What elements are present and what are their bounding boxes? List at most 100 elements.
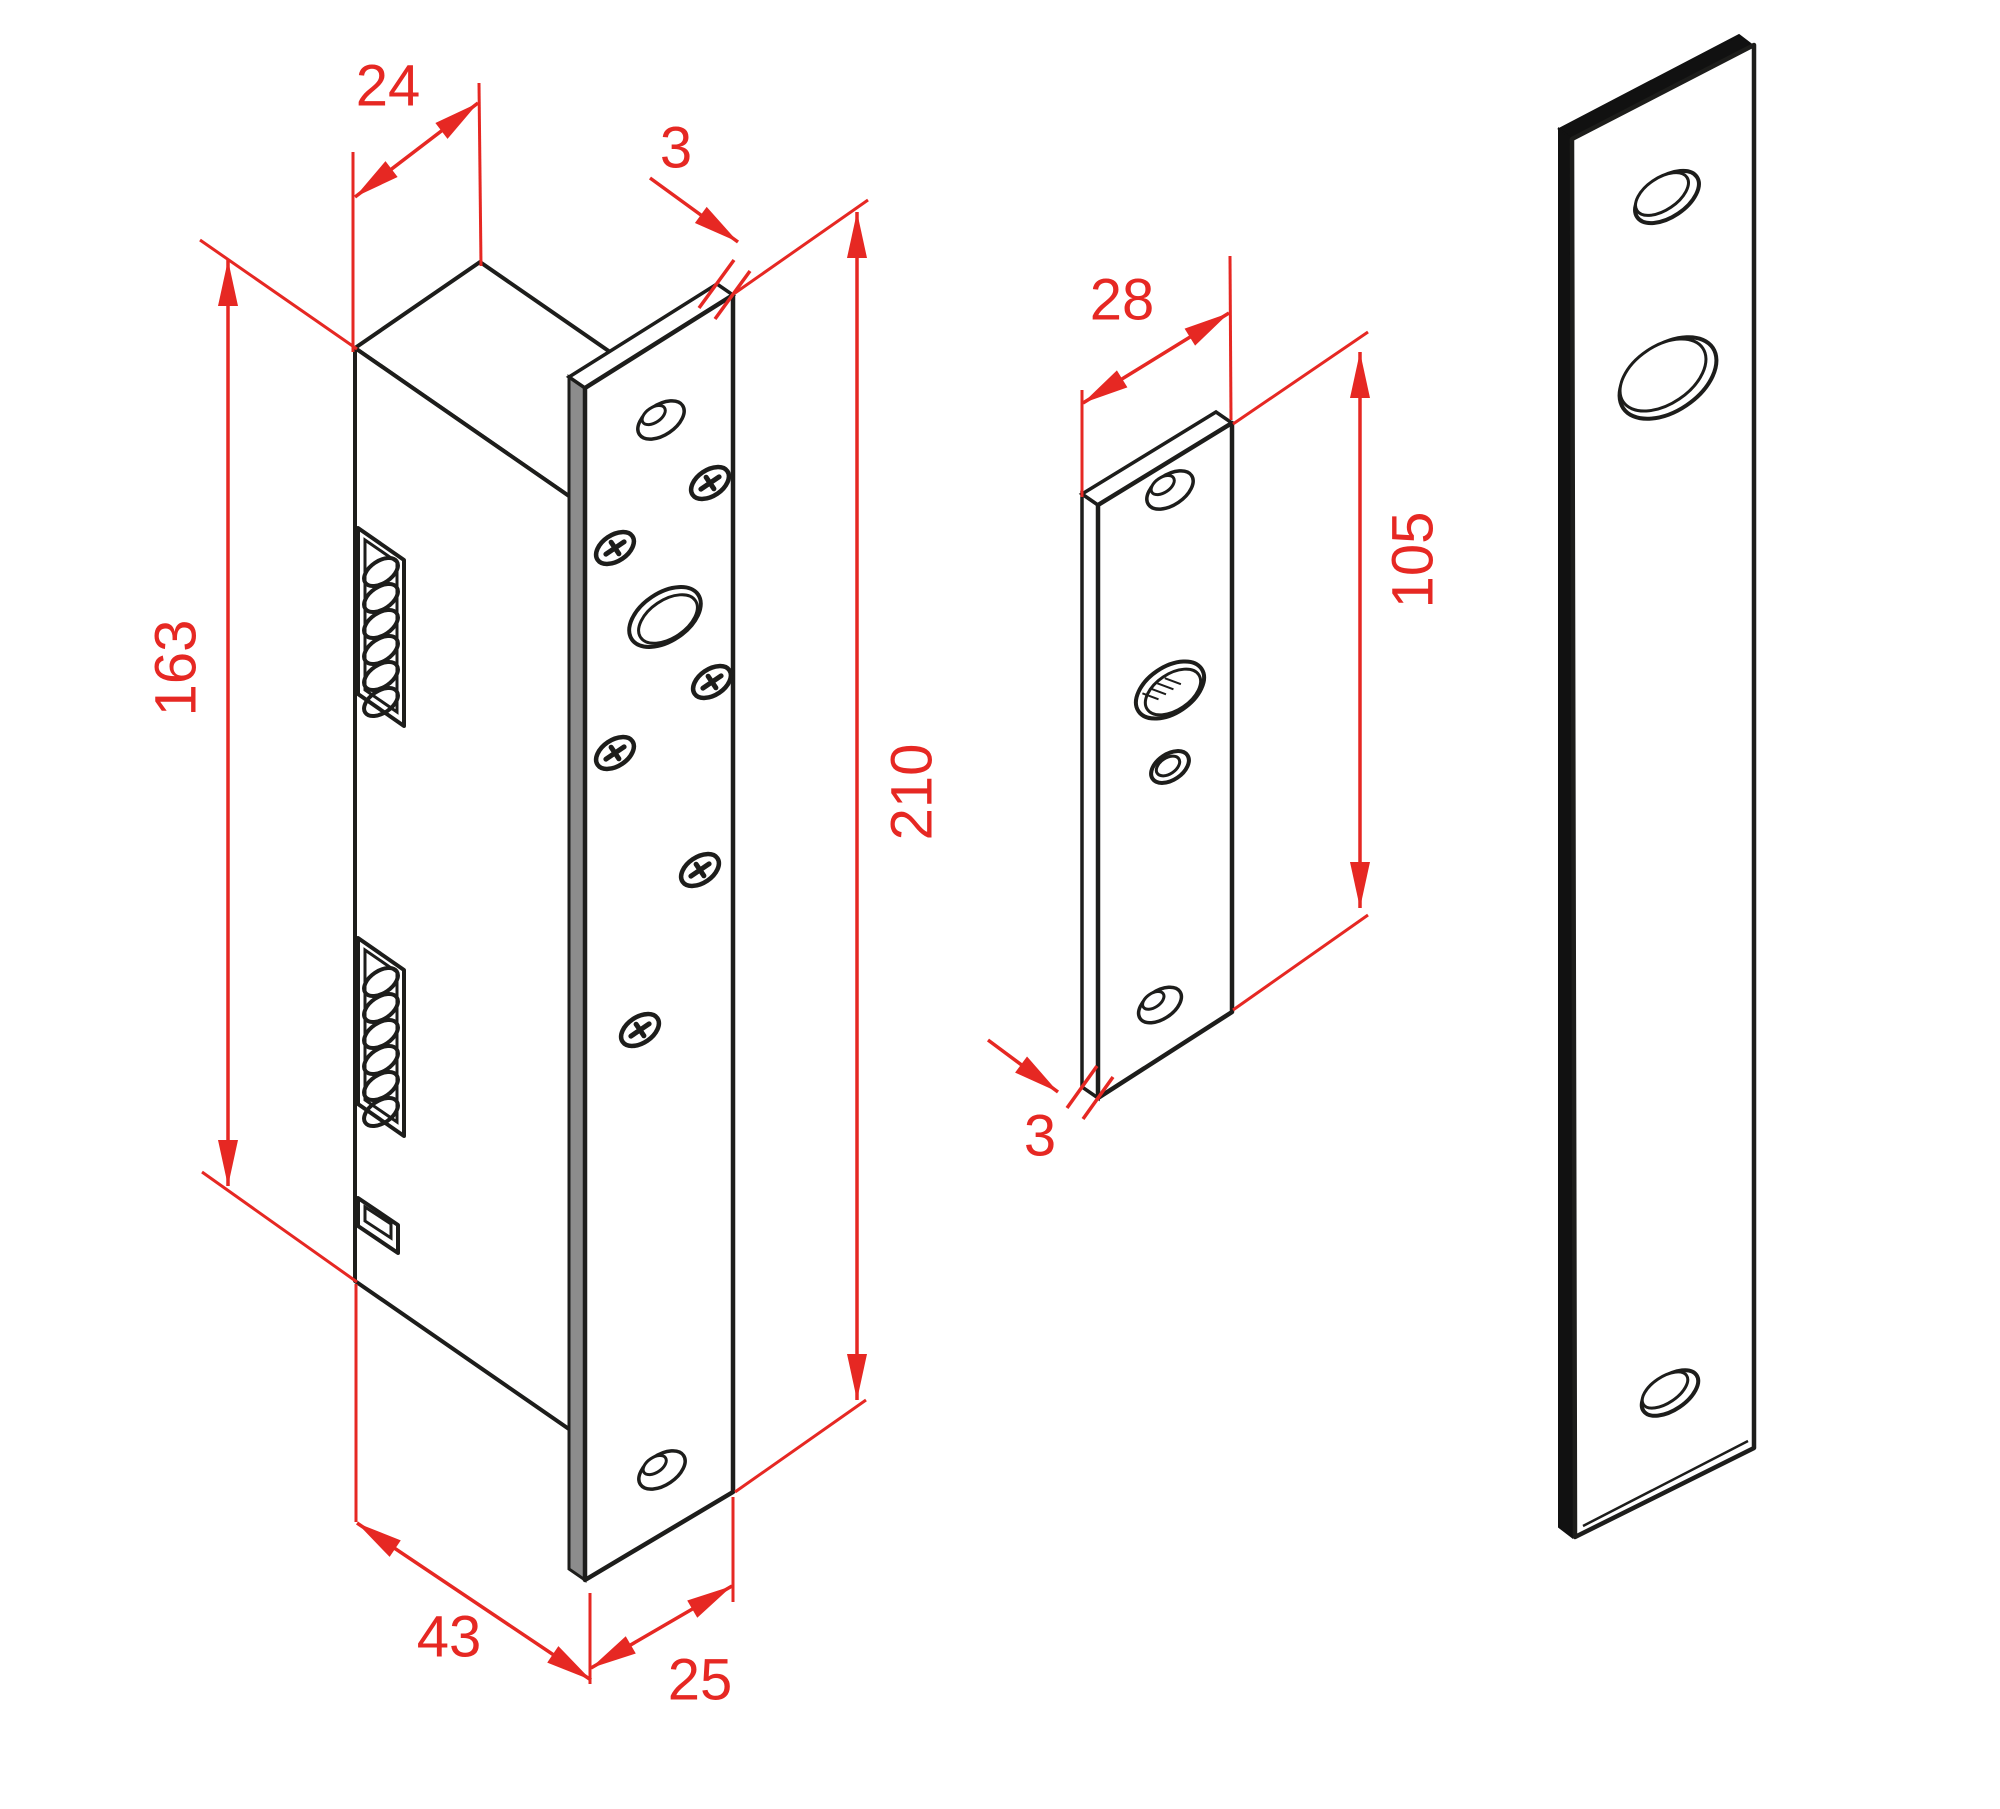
countersink-inner <box>641 1453 668 1477</box>
coil-loop <box>362 685 400 719</box>
dim-label-163: 163 <box>144 620 209 717</box>
dimension-annotations: 24 3 163 210 43 25 28 105 3 <box>144 54 1446 1713</box>
dimension-line <box>734 198 869 295</box>
strike-plate-holes <box>1133 469 1207 1025</box>
dimension-arrowhead <box>591 1636 636 1668</box>
dimension-line <box>1081 1075 1115 1121</box>
rectangular-slot <box>356 1196 400 1255</box>
cylinder-bore-hole <box>627 585 703 649</box>
cover-plate-front-face <box>1569 42 1757 1540</box>
dimension-arrowhead <box>1350 862 1370 908</box>
countersunk-hole <box>637 1449 687 1491</box>
dimension-arrowhead <box>1083 370 1128 403</box>
oval-inner <box>1634 171 1690 217</box>
dim-label-210: 210 <box>880 744 945 841</box>
dim-label-3: 3 <box>1024 1104 1056 1169</box>
coil-loop <box>362 965 400 999</box>
dimension-line <box>1065 1064 1099 1110</box>
dimension-line <box>734 1398 867 1494</box>
dimension-arrowhead <box>687 1586 732 1618</box>
lock-case-group <box>353 260 737 1583</box>
dimension-arrowhead <box>547 1646 591 1680</box>
dim-label-3: 3 <box>660 116 692 181</box>
strike-plate-group <box>1078 409 1236 1102</box>
dimension-arrowhead <box>1184 313 1229 346</box>
dim-label-105: 105 <box>1381 512 1446 609</box>
oval-inner <box>1640 1370 1690 1410</box>
bore-hatch-line <box>1164 677 1182 686</box>
dimension-arrowhead <box>847 1354 867 1400</box>
dimension-163: 163 <box>144 238 358 1284</box>
dim-label-43: 43 <box>417 1605 482 1670</box>
dimension-line <box>1228 255 1233 421</box>
oval-cutout-hole <box>1633 168 1701 226</box>
dim-label-28: 28 <box>1090 268 1155 333</box>
dim-label-24: 24 <box>356 54 421 119</box>
oval-cutout-hole <box>1617 335 1719 421</box>
coil-loop <box>362 633 400 667</box>
dimension-210: 210 <box>734 198 945 1494</box>
cover-plate-bottom-inner-line <box>1582 1439 1749 1528</box>
phillips-screw-icon <box>688 464 732 502</box>
dimension-line <box>356 1521 592 1682</box>
phillips-screw-icon <box>593 529 637 567</box>
dimension-105: 105 <box>1232 330 1446 1012</box>
dimension-arrowhead <box>1015 1056 1058 1092</box>
dimension-arrowhead <box>847 212 867 258</box>
dimension-arrowhead <box>435 103 478 139</box>
phillips-screw-icon <box>593 734 637 772</box>
bore-hatch-line <box>1156 682 1174 691</box>
ring-inner <box>1154 754 1182 778</box>
coil-loop <box>362 607 400 641</box>
oval-inner <box>1618 337 1708 413</box>
phillips-screw-icon <box>690 663 734 701</box>
dimension-line <box>1232 913 1369 1012</box>
countersink-inner <box>1149 473 1176 497</box>
coil-loop <box>362 1043 400 1077</box>
strike-plate-left-edge <box>1080 490 1100 1102</box>
coil-loop <box>362 1017 400 1051</box>
coil-loop <box>362 659 400 693</box>
cover-plate-holes <box>1617 168 1719 1418</box>
dimension-line <box>201 1170 358 1284</box>
dimension-arrowhead <box>694 206 738 242</box>
spring-coil-strip <box>356 936 406 1138</box>
countersunk-hole <box>1136 985 1184 1025</box>
cover-plate-group <box>1557 33 1757 1540</box>
dimension-line <box>1232 330 1369 426</box>
dim-label-25: 25 <box>668 1648 733 1713</box>
countersink-inner <box>640 403 667 427</box>
dimension-line <box>713 269 752 321</box>
coil-loop <box>362 991 400 1025</box>
dimension-line <box>697 258 736 310</box>
countersunk-hole <box>636 399 686 441</box>
spring-coil-strip <box>356 526 406 728</box>
case-left-face <box>353 346 581 1438</box>
faceplate-left-edge <box>567 374 587 1583</box>
dimension-3: 3 <box>986 1038 1115 1169</box>
countersunk-hole <box>1145 469 1195 511</box>
dimension-25: 25 <box>588 1497 735 1713</box>
faceplate-holes <box>593 399 734 1491</box>
dimension-arrowhead <box>218 1140 238 1186</box>
phillips-screw-icon <box>618 1011 662 1049</box>
dimension-line <box>199 238 358 351</box>
dimension-3: 3 <box>648 116 752 321</box>
dimension-arrowhead <box>355 161 398 197</box>
coil-loop <box>362 581 400 615</box>
case-spring-features <box>356 526 406 1255</box>
cylinder-bore-hole <box>1133 659 1207 721</box>
oval-cutout-hole <box>1639 1368 1701 1418</box>
bore-hatch-line <box>1149 687 1167 696</box>
bore-hatch-line <box>1142 692 1159 701</box>
dimension-arrowhead <box>1350 352 1370 398</box>
countersink-inner <box>1141 990 1166 1011</box>
phillips-screw-icon <box>678 851 722 889</box>
dimension-arrowhead <box>357 1523 401 1557</box>
cover-plate-left-edge <box>1558 126 1573 1540</box>
round-hole <box>1149 749 1191 785</box>
coil-loop <box>362 1095 400 1129</box>
bore-inner <box>1143 667 1203 717</box>
